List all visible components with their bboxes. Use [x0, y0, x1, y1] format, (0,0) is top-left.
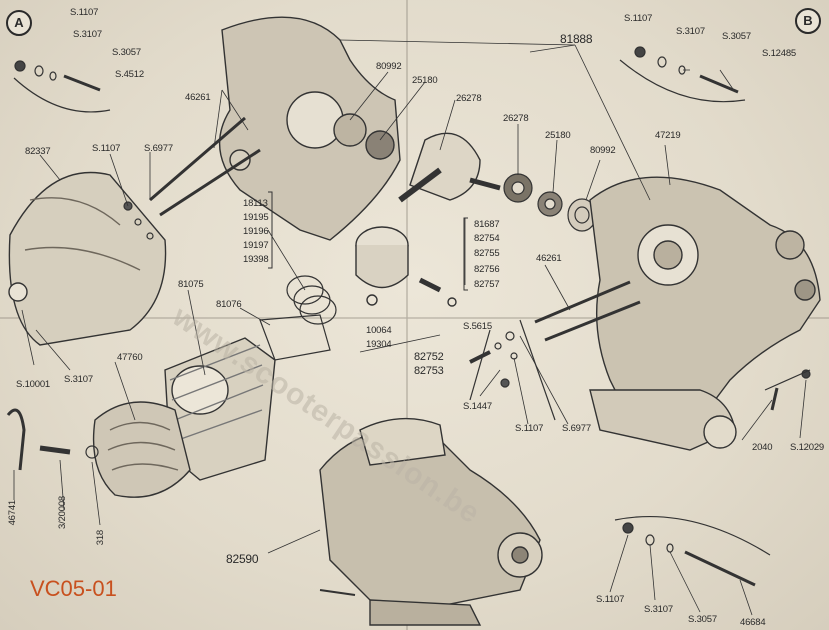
- part-label: S.6977: [144, 143, 173, 154]
- section-badge-a: A: [6, 10, 32, 36]
- part-label: 3/20008: [57, 496, 68, 529]
- assembled-engine: [319, 417, 543, 626]
- part-label: 19196: [243, 226, 269, 237]
- right-bolts: [764, 369, 811, 411]
- part-label: S.12485: [762, 48, 796, 59]
- part-label: S.3107: [73, 29, 102, 40]
- part-label: 82337: [25, 146, 51, 157]
- part-label: 10064: [366, 325, 392, 336]
- part-label: 82755: [474, 248, 500, 259]
- part-label: 80992: [376, 61, 402, 72]
- part-label: S.10001: [16, 379, 50, 390]
- hardware-set-a: [13, 60, 111, 113]
- crankcase-half-b: [534, 176, 821, 451]
- part-label: 46261: [185, 92, 211, 103]
- part-label: 19304: [366, 339, 392, 350]
- part-label: 82752: [414, 351, 444, 363]
- part-label: 19398: [243, 254, 269, 265]
- spark-plug-parts: [6, 408, 99, 471]
- part-label: 80992: [590, 145, 616, 156]
- piston: [355, 226, 457, 307]
- part-label: 25180: [412, 75, 438, 86]
- cylinder: [164, 337, 276, 481]
- part-label: S.3057: [722, 31, 751, 42]
- part-label: S.4512: [115, 69, 144, 80]
- leader-lines: [13, 39, 807, 616]
- fan-cowl: [8, 171, 167, 346]
- part-label: 82757: [474, 279, 500, 290]
- part-label: 18113: [243, 198, 268, 209]
- part-label: 19195: [243, 212, 269, 223]
- hardware-set-b: [619, 46, 746, 103]
- part-label: S.12029: [790, 442, 824, 453]
- part-label: S.1447: [463, 401, 492, 412]
- part-label: 46741: [7, 500, 18, 526]
- part-label: S.1107: [515, 423, 544, 434]
- section-badge-b: B: [795, 8, 821, 34]
- part-label: S.3057: [112, 47, 141, 58]
- part-label: S.1107: [624, 13, 653, 24]
- part-label: 2040: [752, 442, 773, 453]
- part-label: S.3107: [64, 374, 93, 385]
- part-label: 318: [95, 530, 106, 546]
- part-label: S.3107: [644, 604, 673, 615]
- crankshaft: [398, 132, 501, 203]
- part-label: 19197: [243, 240, 269, 251]
- part-label: S.3107: [676, 26, 705, 37]
- part-label: 47760: [117, 352, 143, 363]
- part-label: 81687: [474, 219, 500, 230]
- bearings-b: [503, 173, 597, 232]
- part-label: S.1107: [596, 594, 625, 605]
- part-label: 82756: [474, 264, 500, 275]
- part-label: 46684: [740, 617, 766, 628]
- part-label: S.1107: [92, 143, 121, 154]
- crankcase-half-a: [149, 16, 401, 241]
- part-label: S.3057: [688, 614, 717, 625]
- hardware-set-bottom: [614, 515, 771, 587]
- gasket-rings: [259, 275, 337, 361]
- group-brackets: [268, 191, 468, 291]
- part-label: S.5615: [463, 321, 492, 332]
- part-label: 26278: [456, 93, 482, 104]
- part-label: 25180: [545, 130, 571, 141]
- cylinder-head: [92, 401, 191, 498]
- part-label: 81075: [178, 279, 204, 290]
- part-label: 81076: [216, 299, 242, 310]
- diagram-code: VC05-01: [30, 576, 117, 601]
- part-label: 82590: [226, 552, 259, 566]
- part-label: 46261: [536, 253, 562, 264]
- part-label: 26278: [503, 113, 529, 124]
- part-label: 82754: [474, 233, 500, 244]
- studs-cowl: [123, 201, 154, 240]
- part-label: S.1107: [70, 7, 99, 18]
- part-label: 82753: [414, 365, 444, 377]
- part-label: S.6977: [562, 423, 591, 434]
- small-parts-center: [469, 319, 556, 421]
- part-label: 81888: [560, 32, 593, 46]
- part-label: 47219: [655, 130, 681, 141]
